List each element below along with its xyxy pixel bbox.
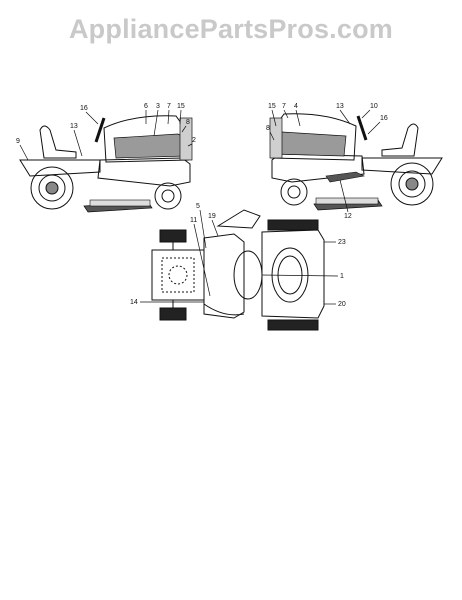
callout-12: 12 [344,213,352,220]
callout-5: 5 [196,203,200,210]
callout-13: 13 [336,103,344,110]
callout-20: 20 [338,301,346,308]
callout-9: 9 [16,138,20,145]
callout-11: 11 [190,217,197,224]
callout-8: 8 [186,119,190,126]
callout-7: 7 [167,103,171,110]
callout-2: 2 [192,137,196,144]
callout-19: 19 [208,213,216,220]
callout-14: 14 [130,299,138,306]
callout-10: 10 [370,103,378,110]
callout-15: 15 [177,103,185,110]
callout-16: 16 [80,105,88,112]
callout-6: 6 [144,103,148,110]
callout-23: 23 [338,239,346,246]
tractor-left-side-view: 9 13 16 6 3 7 15 8 2 [16,103,196,213]
callout-1: 1 [340,273,344,280]
callout-8: 8 [266,125,270,132]
callout-15: 15 [268,103,276,110]
callout-16: 16 [380,115,388,122]
callout-13: 13 [70,123,78,130]
tractor-top-view: 5 19 11 23 1 14 20 [130,203,346,331]
callout-7: 7 [282,103,286,110]
callout-3: 3 [156,103,160,110]
watermark: AppliancePartsPros.com [68,14,393,44]
callout-4: 4 [294,103,298,110]
tractor-right-side-view: 15 7 4 8 13 10 16 12 [266,103,443,220]
